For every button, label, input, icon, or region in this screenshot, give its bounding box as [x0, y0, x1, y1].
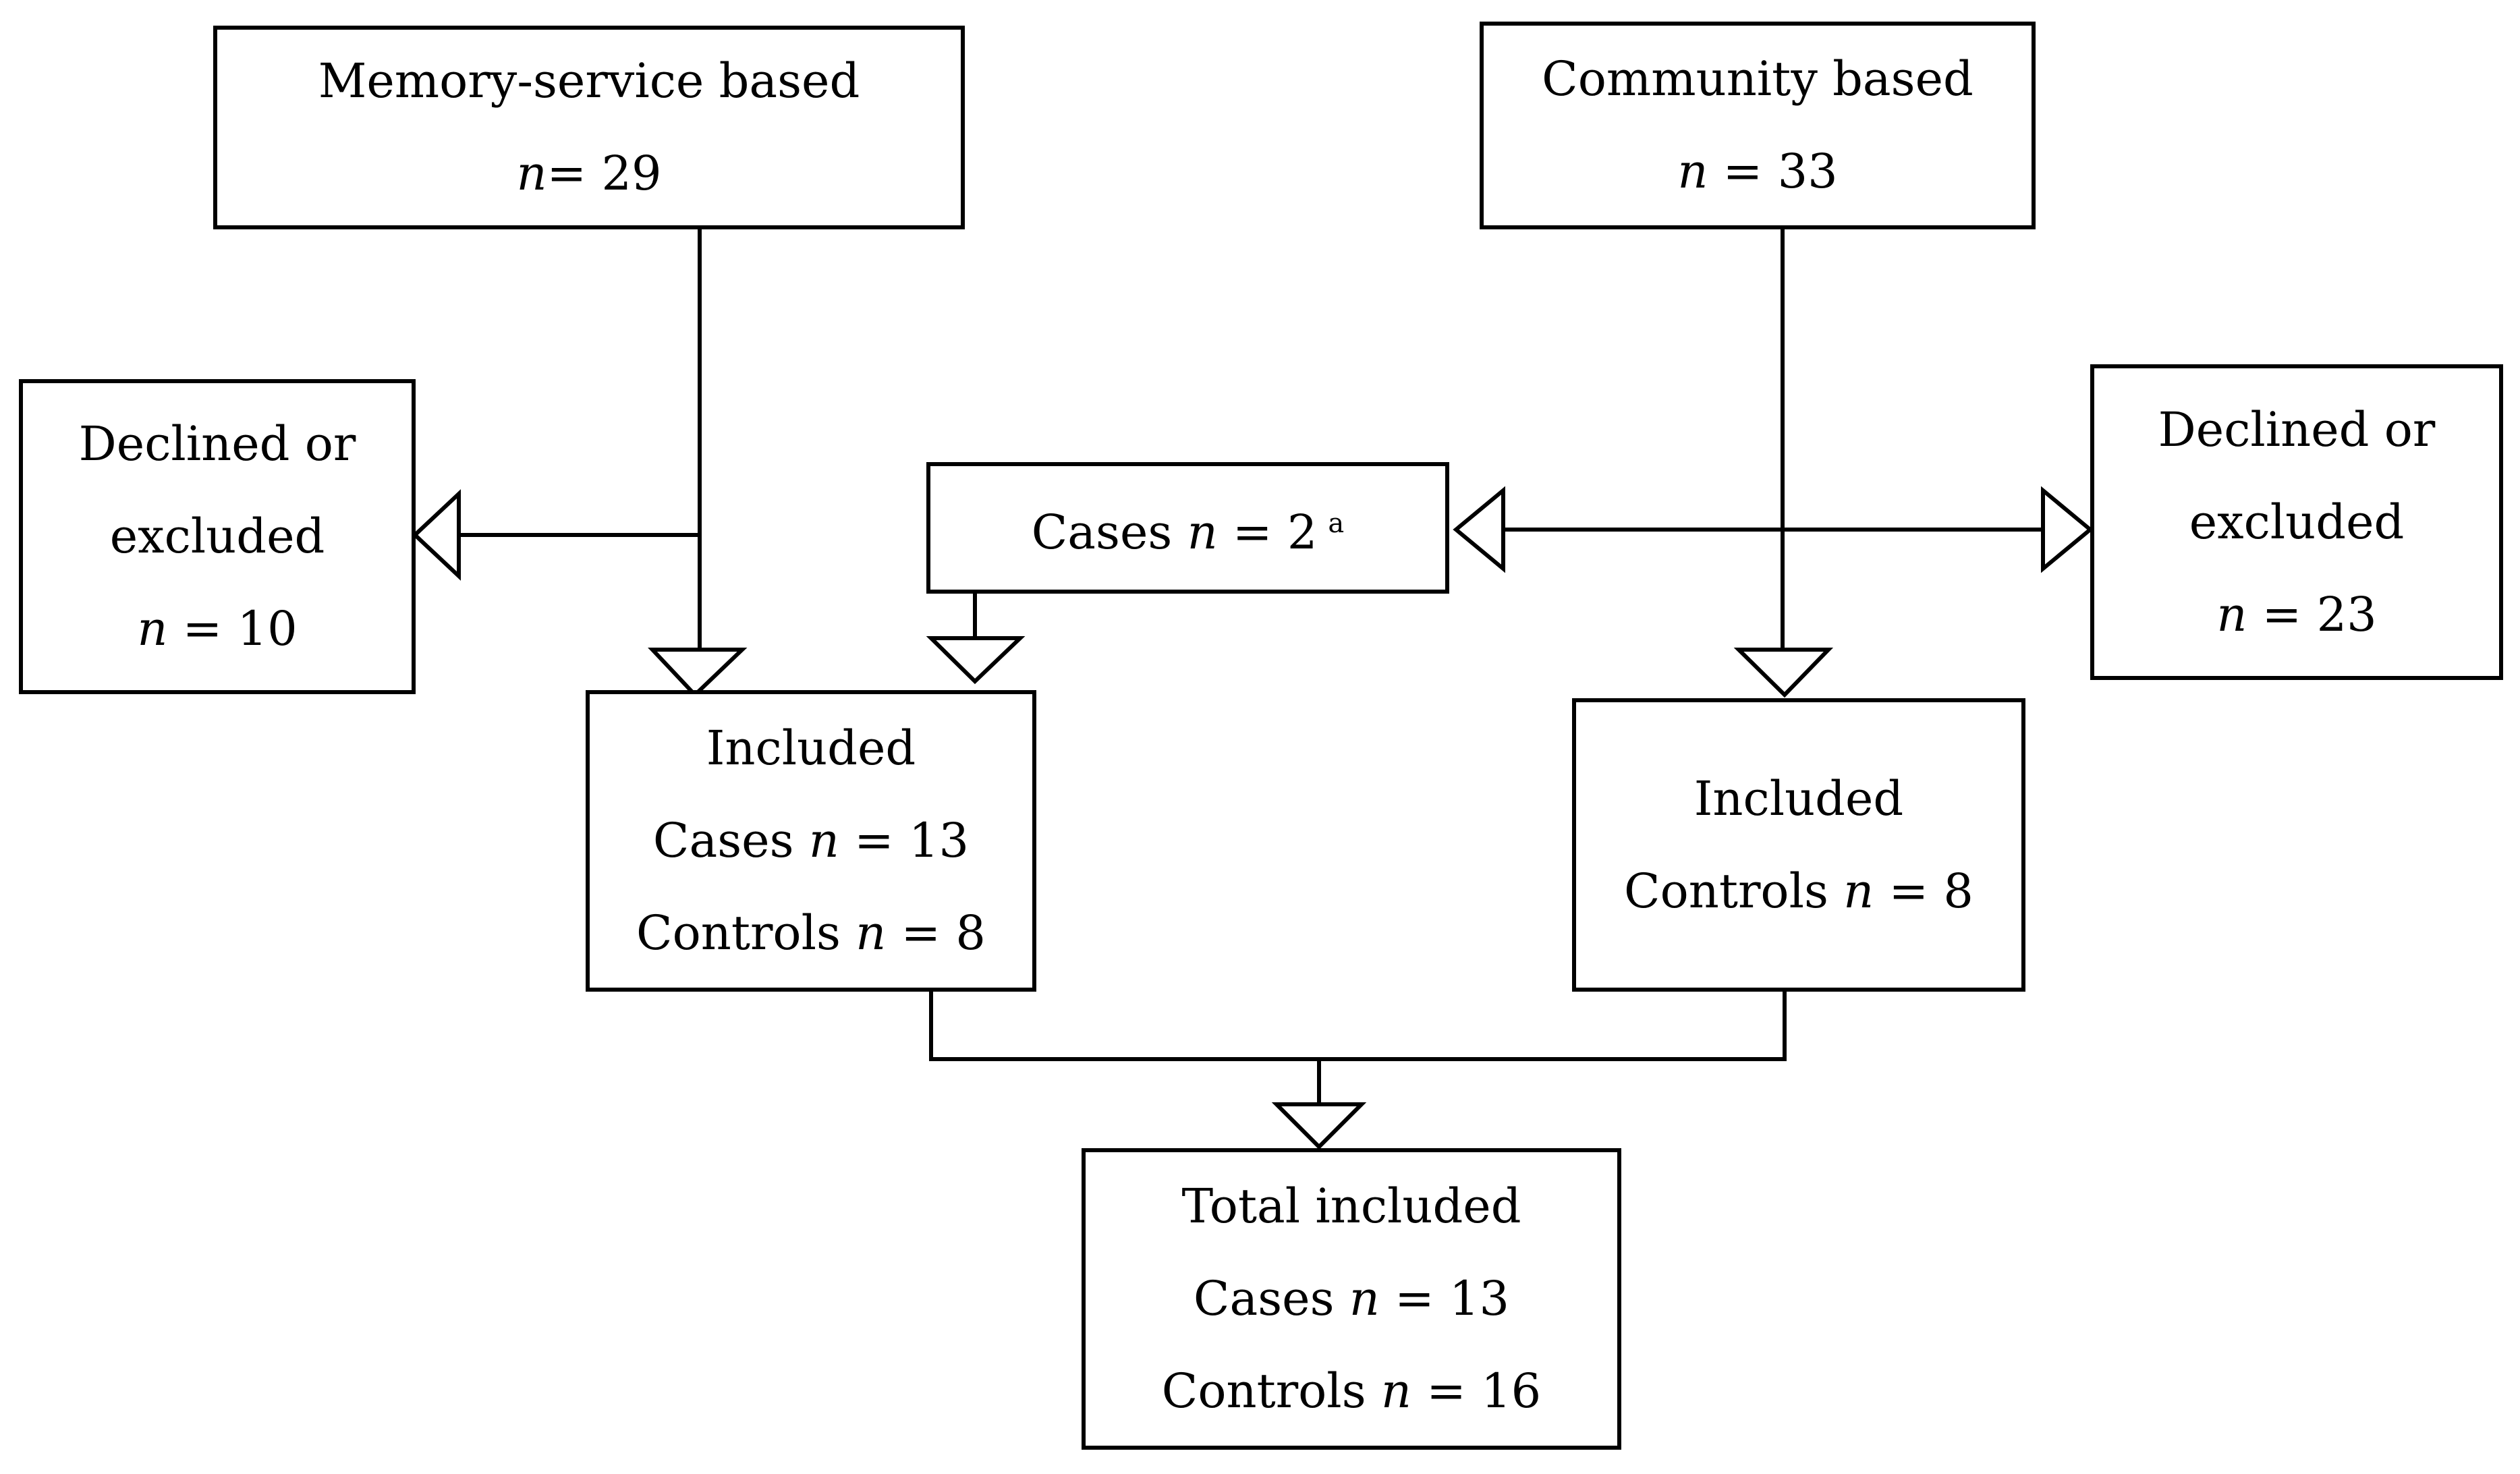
- arrowhead-to-declined-left: [412, 489, 461, 581]
- cases-label: Cases: [1193, 1271, 1349, 1326]
- n-symbol: n: [516, 146, 547, 201]
- memory-service-count: n= 29: [516, 127, 661, 220]
- count-value: = 16: [1411, 1363, 1542, 1419]
- count-value: = 2: [1217, 504, 1318, 560]
- arrowhead-community-to-included: [1733, 648, 1834, 698]
- count-value: = 8: [886, 905, 986, 961]
- n-symbol: n: [856, 905, 887, 961]
- count-value: = 13: [1379, 1271, 1510, 1326]
- controls-label: Controls: [636, 905, 856, 961]
- n-symbol: n: [808, 813, 839, 868]
- count-value: = 13: [839, 813, 970, 868]
- n-symbol: n: [1843, 863, 1874, 919]
- included-left-box: Included Cases n = 13 Controls n = 8: [586, 690, 1036, 992]
- total-title: Total included: [1181, 1179, 1521, 1234]
- memory-service-box: Memory-service based n= 29: [213, 26, 965, 229]
- arrowhead-to-total: [1271, 1102, 1367, 1150]
- arrowhead-memory-to-included: [648, 648, 748, 698]
- count-value: = 8: [1874, 863, 1973, 919]
- declined-left-line2: excluded: [109, 509, 325, 564]
- count-value: = 10: [167, 601, 298, 656]
- footnote-marker: a: [1328, 507, 1345, 539]
- n-symbol: n: [1349, 1271, 1380, 1326]
- declined-right-line1: Declined or: [2158, 401, 2436, 457]
- declined-left-box: Declined or excluded n = 10: [19, 379, 416, 694]
- count-value: = 29: [547, 146, 662, 201]
- n-symbol: n: [137, 601, 168, 656]
- included-left-controls: Controls n = 8: [636, 887, 986, 980]
- total-included-box: Total included Cases n = 13 Controls n =…: [1082, 1148, 1621, 1450]
- arrowhead-cases-to-included: [926, 636, 1026, 685]
- cases-label: Cases: [652, 813, 809, 868]
- included-right-box: Included Controls n = 8: [1572, 698, 2025, 992]
- cases-transfer-box: Cases n = 2 a: [926, 462, 1449, 594]
- declined-right-box: Declined or excluded n = 23: [2090, 364, 2503, 680]
- count-value: = 23: [2247, 586, 2377, 642]
- memory-service-title: Memory-service based: [318, 53, 860, 109]
- controls-label: Controls: [1161, 1363, 1381, 1419]
- community-box: Community based n = 33: [1480, 22, 2036, 229]
- cases-transfer-label: Cases n = 2 a: [1032, 478, 1344, 579]
- n-symbol: n: [2216, 586, 2247, 642]
- n-symbol: n: [1187, 504, 1218, 560]
- included-left-cases: Cases n = 13: [653, 795, 969, 887]
- community-count: n = 33: [1677, 125, 1837, 218]
- declined-left-count: n = 10: [137, 583, 297, 675]
- included-right-title: Included: [1693, 770, 1904, 826]
- declined-right-count: n = 23: [2216, 569, 2376, 661]
- arrowhead-to-declined-right: [2041, 486, 2094, 573]
- controls-label: Controls: [1624, 863, 1844, 919]
- arrowhead-to-cases-box: [1453, 486, 1505, 573]
- count-value: = 33: [1708, 144, 1838, 199]
- declined-right-line2: excluded: [2189, 494, 2405, 550]
- n-symbol: n: [1380, 1363, 1411, 1419]
- total-cases: Cases n = 13: [1194, 1253, 1509, 1345]
- total-controls: Controls n = 16: [1162, 1345, 1541, 1438]
- n-symbol: n: [1677, 144, 1708, 199]
- declined-left-line1: Declined or: [78, 416, 356, 472]
- cases-label: Cases: [1031, 504, 1187, 560]
- included-right-controls: Controls n = 8: [1624, 845, 1973, 938]
- included-left-title: Included: [706, 720, 916, 776]
- community-title: Community based: [1542, 51, 1973, 107]
